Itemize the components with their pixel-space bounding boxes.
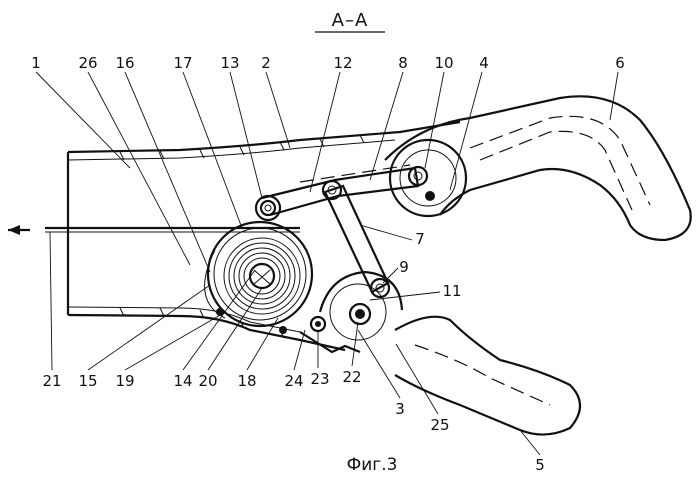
pull-direction-arrow-icon	[8, 225, 20, 235]
part-label: 7	[415, 230, 425, 248]
part-label: 18	[237, 372, 256, 390]
part-label: 24	[284, 372, 303, 390]
part-label: 11	[442, 282, 461, 300]
part-label: 15	[78, 372, 97, 390]
part-label: 23	[310, 370, 329, 388]
lower-finger	[395, 317, 580, 435]
part-label: 17	[173, 54, 192, 72]
part-label: 25	[430, 416, 449, 434]
housing-tube	[68, 122, 460, 350]
upper-finger	[385, 96, 691, 240]
part-label: 9	[399, 258, 409, 276]
part-label: 21	[42, 372, 61, 390]
leader-lines	[36, 72, 618, 455]
part-label: 10	[434, 54, 453, 72]
part-label: 8	[398, 54, 408, 72]
pull-rod	[8, 225, 300, 235]
part-label: 26	[78, 54, 97, 72]
part-labels: 1 26 16 17 13 2 12 8 10 4 6 7 9 11 21 15…	[31, 54, 625, 474]
part-label: 1	[31, 54, 41, 72]
part-label: 16	[115, 54, 134, 72]
part-label: 3	[395, 400, 405, 418]
part-label: 2	[261, 54, 271, 72]
part-label: 20	[198, 372, 217, 390]
part-label: 14	[173, 372, 192, 390]
section-title: A–A	[332, 10, 369, 31]
part-label: 12	[333, 54, 352, 72]
part-label: 13	[220, 54, 239, 72]
part-label: 4	[479, 54, 489, 72]
part-label: 6	[615, 54, 625, 72]
part-label: 22	[342, 368, 361, 386]
part-label: 5	[535, 456, 545, 474]
figure-caption: Фиг.3	[347, 455, 398, 475]
part-label: 19	[115, 372, 134, 390]
